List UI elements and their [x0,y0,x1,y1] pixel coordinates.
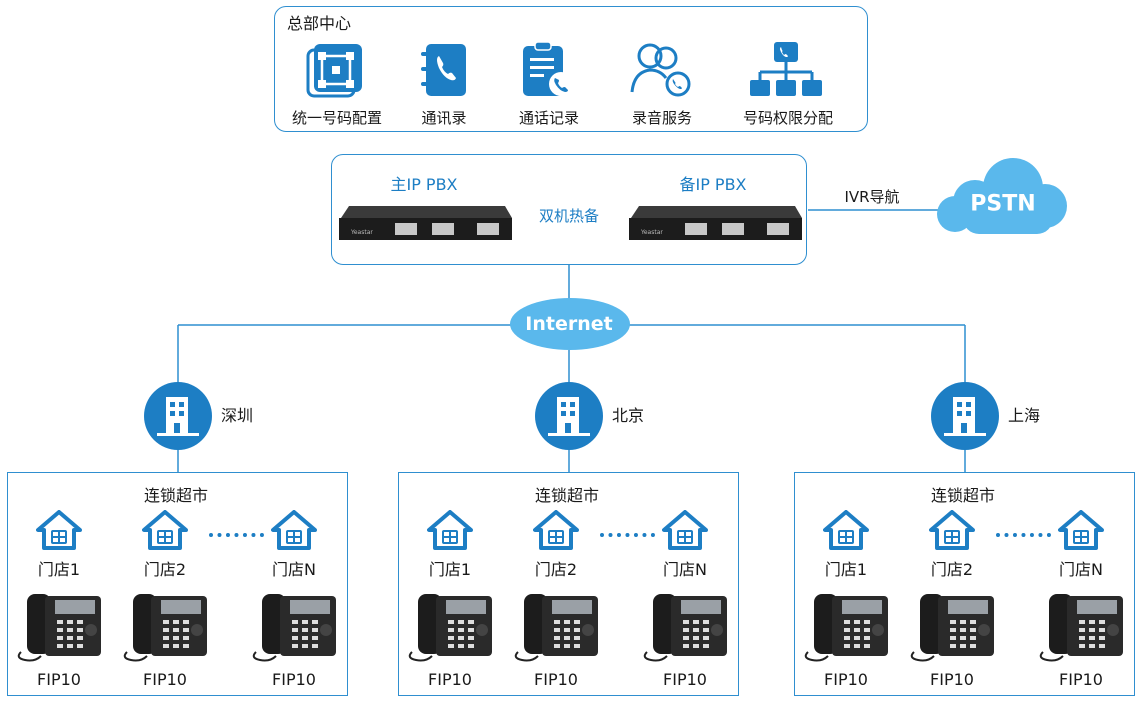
phone-model-label: FIP10 [272,670,316,689]
ip-phone-icon [121,590,209,666]
phonebook-icon [421,44,466,96]
branch-panel [794,472,1135,696]
phone-model-label: FIP10 [37,670,81,689]
city-label: 北京 [612,406,645,425]
store-house-icon [929,510,975,554]
phone-model-label: FIP10 [143,670,187,689]
phone-model-label: FIP10 [1059,670,1103,689]
pstn-cloud-icon [937,158,1067,234]
city-building-icon [931,382,999,450]
store-label: 门店1 [37,560,81,579]
feature-label: 号码权限分配 [742,109,834,127]
feature-label: 录音服务 [631,109,693,127]
more-stores-dots [996,533,1051,537]
ip-phone-icon [512,590,600,666]
phone-model-label: FIP10 [930,670,974,689]
chain-label: 连锁超市 [143,486,209,505]
more-stores-dots [600,533,655,537]
feature-label: 通话记录 [518,109,580,127]
ip-phone-icon [15,590,103,666]
recording-icon [630,43,691,97]
branch-panel [398,472,739,696]
primary-pbx-device: Yeastar [337,204,512,242]
store-label: 门店2 [930,560,974,579]
city-building-icon [144,382,212,450]
ivr-label: IVR导航 [844,188,900,206]
store-label: 门店N [272,560,316,579]
ip-phone-icon [908,590,996,666]
chain-label: 连锁超市 [930,486,996,505]
call-log-icon [523,41,573,96]
hot-standby-label: 双机热备 [538,207,600,225]
primary-pbx-label: 主IP PBX [390,175,458,194]
device-brand: Yeastar [350,229,373,236]
store-label: 门店2 [534,560,578,579]
store-house-icon [142,510,188,554]
phone-model-label: FIP10 [663,670,707,689]
city-building-icon [535,382,603,450]
store-label: 门店1 [824,560,868,579]
store-label: 门店N [663,560,707,579]
ip-phone-icon [802,590,890,666]
more-stores-dots [209,533,264,537]
unified-config-icon [306,44,362,98]
device-brand: Yeastar [640,229,663,236]
city-label: 上海 [1008,406,1041,425]
store-house-icon [427,510,473,554]
store-house-icon [1058,510,1104,554]
store-house-icon [533,510,579,554]
ip-phone-icon [406,590,494,666]
store-label: 门店1 [428,560,472,579]
feature-label: 通讯录 [421,109,467,127]
store-house-icon [271,510,317,554]
internet-cloud [510,298,630,350]
phone-model-label: FIP10 [824,670,868,689]
city-label: 深圳 [221,406,254,425]
store-house-icon [823,510,869,554]
ip-phone-icon [250,590,338,666]
headquarters-panel [274,6,868,132]
ip-phone-icon [1037,590,1125,666]
chain-label: 连锁超市 [534,486,600,505]
headquarters-title: 总部中心 [287,14,352,33]
phone-model-label: FIP10 [534,670,578,689]
ip-phone-icon [641,590,729,666]
store-label: 门店N [1059,560,1103,579]
backup-pbx-label: 备IP PBX [679,175,747,194]
store-house-icon [662,510,708,554]
pstn-label: PSTN [970,191,1036,217]
number-permission-icon [750,42,822,96]
feature-label: 统一号码配置 [291,109,383,127]
store-label: 门店2 [143,560,187,579]
branch-panel [7,472,348,696]
backup-pbx-device: Yeastar [627,204,802,242]
store-house-icon [36,510,82,554]
phone-model-label: FIP10 [428,670,472,689]
internet-label: Internet [525,313,613,335]
